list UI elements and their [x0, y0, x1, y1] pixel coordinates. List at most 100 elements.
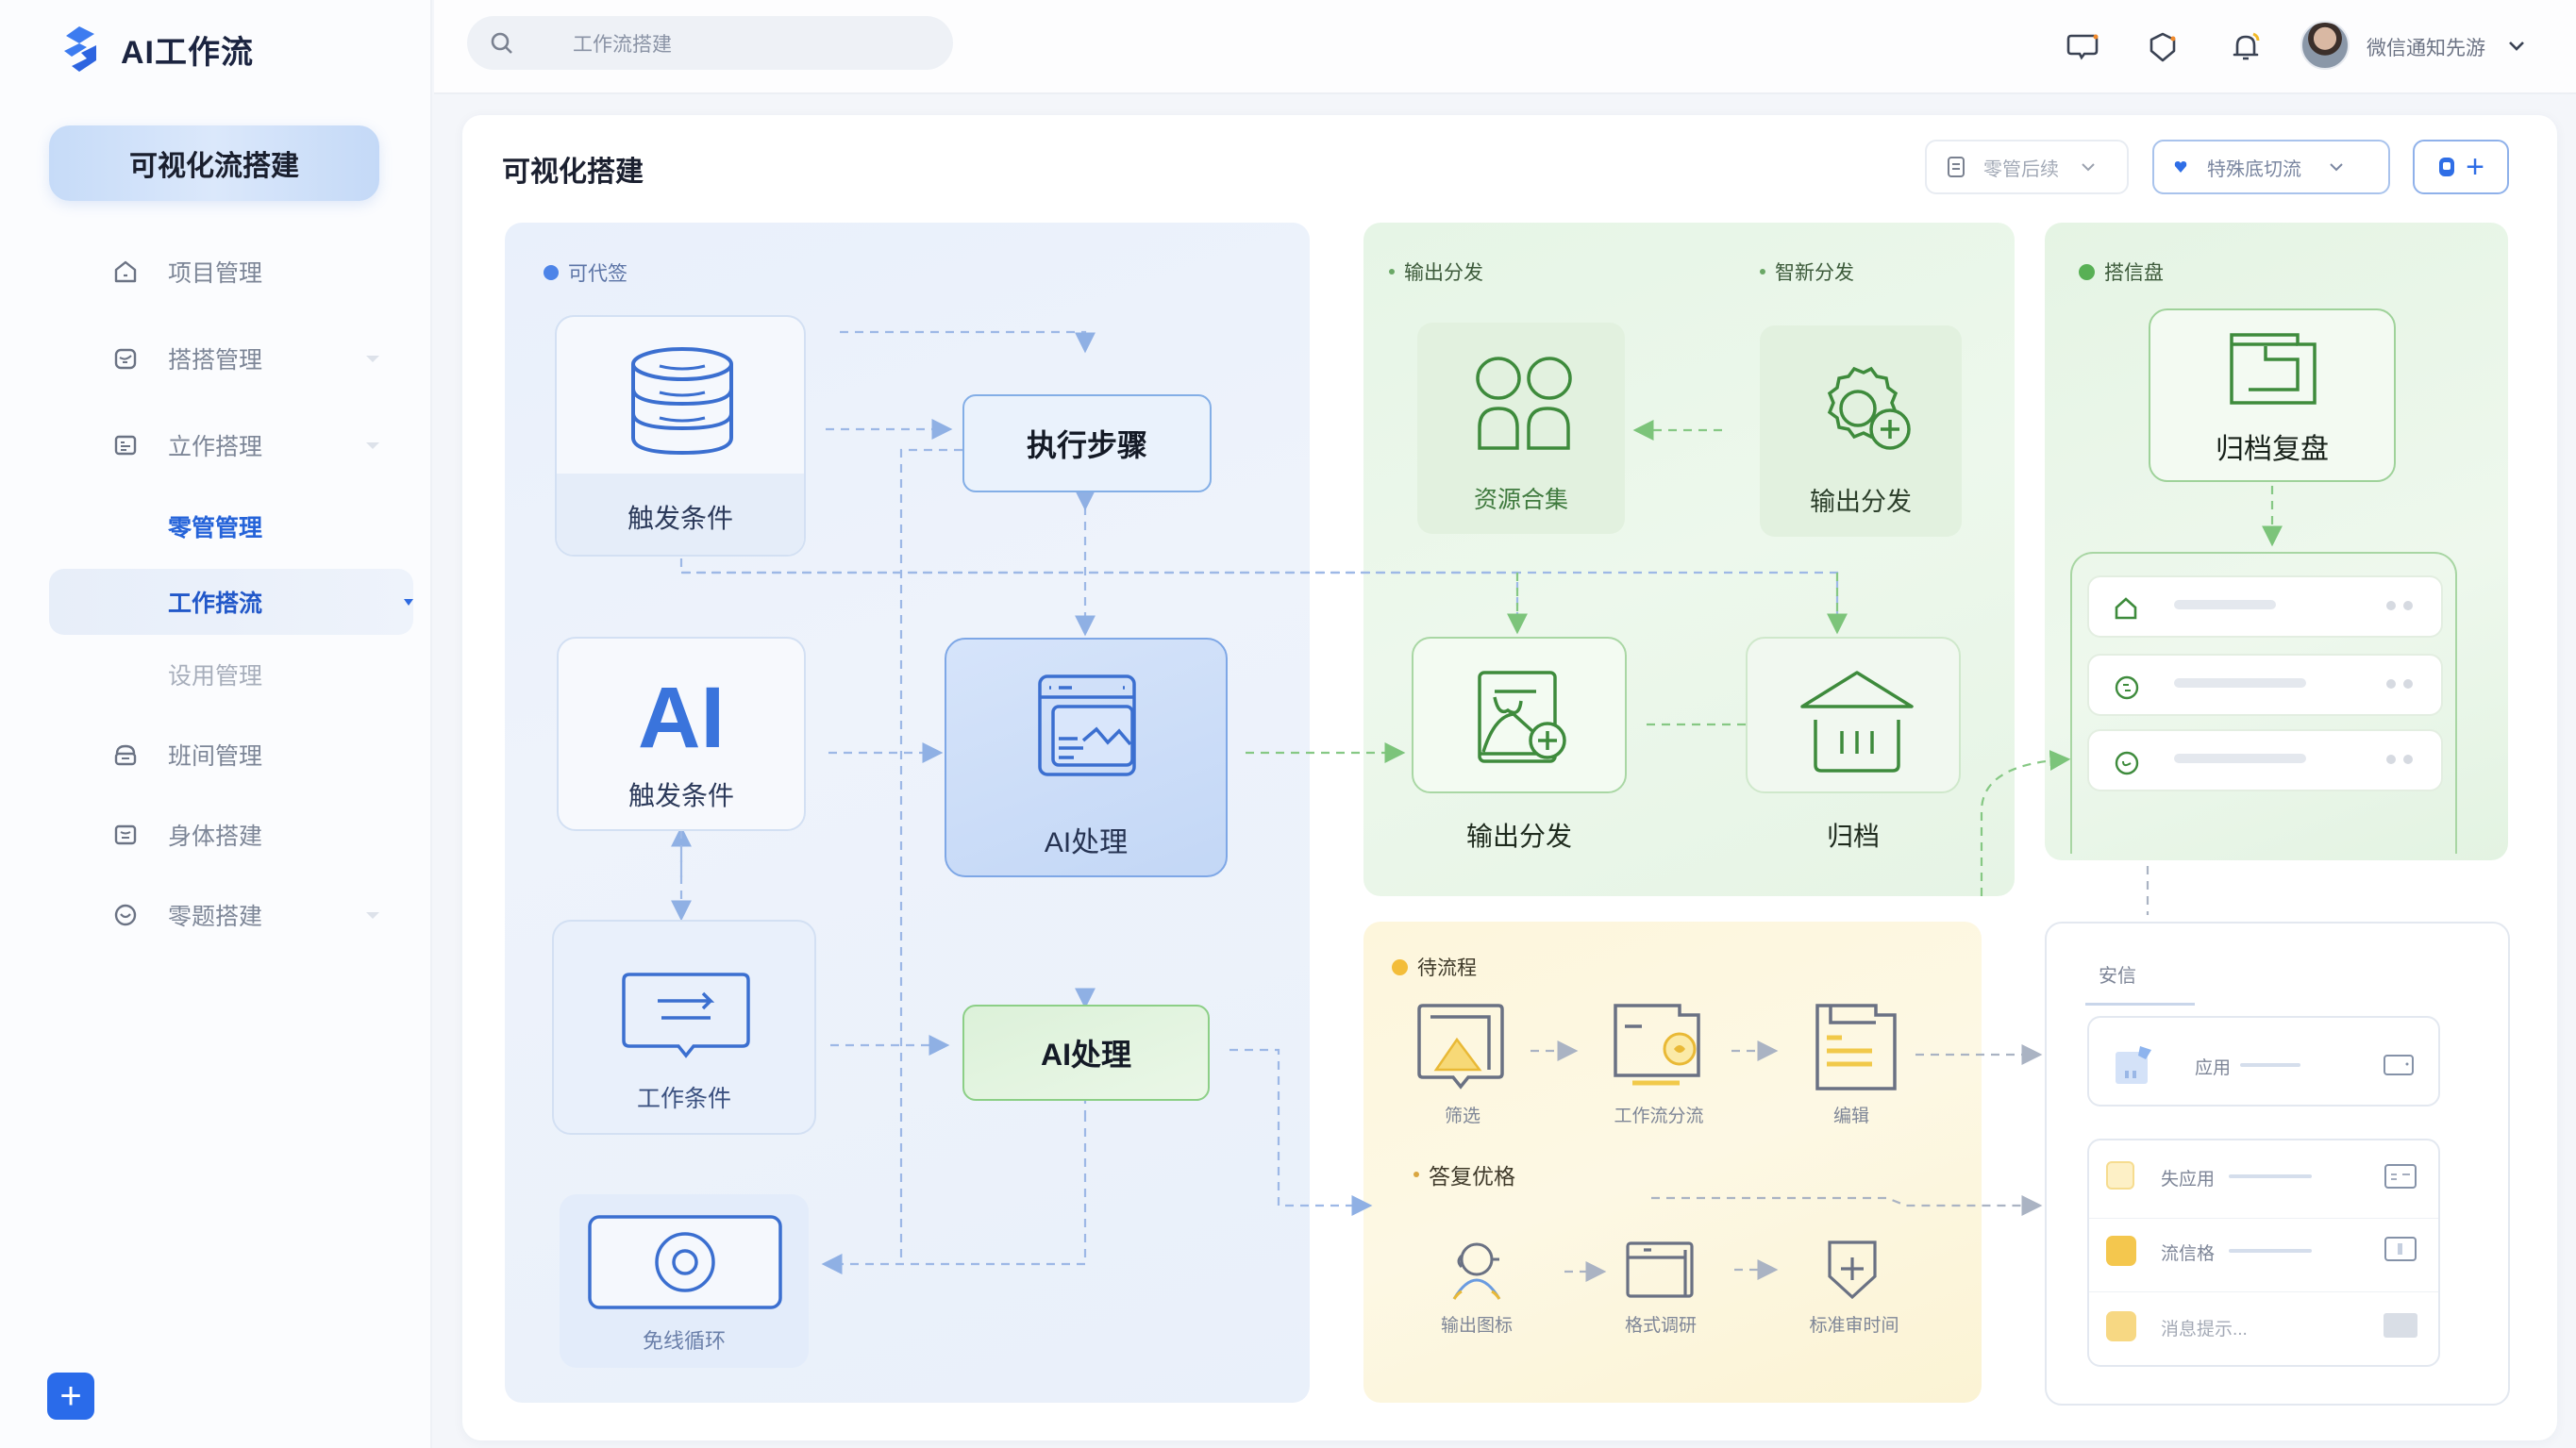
node-output-distribute-top[interactable]: 输出分发	[1760, 325, 1962, 537]
document-list-icon	[1815, 1004, 1897, 1090]
node-loop[interactable]: 免线循环	[560, 1194, 809, 1368]
yellow-step-label: 格式调研	[1624, 1316, 1697, 1336]
sidebar-item-setup[interactable]: 立作搭理	[49, 412, 413, 478]
sidebar-item-project[interactable]: 项目管理	[49, 239, 413, 305]
lock-icon	[114, 744, 137, 766]
inbox-icon	[114, 348, 137, 370]
image-plus-icon	[1478, 671, 1566, 763]
lock-icon	[2115, 597, 2137, 620]
yellow-step-label: 标准审时间	[1809, 1316, 1899, 1336]
sidebar-item-topic[interactable]: 零题搭建	[49, 882, 413, 948]
yellow-step-label: 工作流分流	[1614, 1107, 1704, 1126]
image-message-icon	[1417, 1004, 1504, 1090]
app-row[interactable]: 应用	[2087, 1016, 2440, 1107]
status-dot	[544, 265, 559, 280]
panel-icon[interactable]	[2384, 1236, 2417, 1262]
lock-icon	[2439, 158, 2455, 176]
sidebar-item-build-mgmt[interactable]: 搭搭管理	[49, 325, 413, 391]
chevron-down-icon	[366, 911, 379, 919]
green-panel-label-left: 输出分发	[1389, 258, 1483, 286]
yellow-panel-label: 待流程	[1392, 953, 1477, 981]
more-icon[interactable]	[2386, 755, 2413, 764]
window-icon	[1626, 1241, 1694, 1298]
chevron-down-icon[interactable]	[2505, 34, 2528, 57]
node-resource-collection[interactable]: 资源合集	[1417, 323, 1625, 534]
yellow-step-label: 输出图标	[1440, 1316, 1513, 1336]
yellow-sub-label: 答复优格	[1413, 1158, 1515, 1190]
sidebar-item-shift[interactable]: 班间管理	[49, 722, 413, 788]
sidebar: AI工作流 可视化流搭建 项目管理 搭搭管理 立作搭理 零管管理 工作搭流 设用…	[0, 0, 432, 1448]
card-icon[interactable]	[2383, 1054, 2415, 1076]
list-item[interactable]	[2087, 729, 2443, 791]
wallet-icon	[1614, 1004, 1700, 1086]
tab-security[interactable]: 安信	[2099, 966, 2136, 987]
card-icon[interactable]	[2384, 1163, 2417, 1190]
browser-chart-icon	[1038, 674, 1136, 776]
list-item[interactable]: 流信格	[2087, 1215, 2440, 1289]
node-trigger-database[interactable]: 触发条件	[555, 315, 806, 557]
ai-badge-icon: AI	[638, 670, 725, 766]
list-item[interactable]	[2087, 575, 2443, 638]
folder-icon	[2230, 333, 2317, 405]
refresh-icon	[2115, 675, 2139, 700]
home-icon	[114, 260, 137, 283]
sidebar-item-usage[interactable]: 设用管理	[168, 663, 263, 690]
more-icon[interactable]	[2386, 601, 2413, 610]
yellow-step-label: 编辑	[1832, 1107, 1869, 1126]
chevron-down-icon	[2330, 163, 2343, 172]
node-archive-review[interactable]: 归档复盘	[2149, 308, 2396, 482]
sidebar-item-workflow[interactable]: 工作搭流	[49, 569, 413, 635]
add-fab-button[interactable]: +	[47, 1373, 94, 1420]
search-input[interactable]: 工作流搭建	[467, 16, 953, 70]
heart-icon	[114, 904, 137, 926]
calendar-icon	[2106, 1161, 2134, 1190]
shield-icon[interactable]	[2146, 30, 2180, 64]
sidebar-item-body[interactable]: 身体搭建	[49, 802, 413, 868]
app-logo[interactable]: AI工作流	[59, 25, 254, 74]
message-icon	[114, 824, 137, 845]
grid-icon	[1476, 357, 1572, 450]
grid-icon[interactable]	[2384, 1313, 2417, 1338]
edit-icon	[2106, 1311, 2136, 1341]
list-icon	[114, 435, 137, 456]
add-node-button[interactable]: +	[2413, 140, 2509, 194]
message-arrow-icon	[622, 973, 750, 1058]
node-ai-process-main[interactable]: AI处理	[945, 638, 1228, 877]
document-icon	[1948, 157, 1965, 177]
sidebar-item-zero-mgmt[interactable]: 零管管理	[168, 515, 263, 541]
node-archive[interactable]: 归档	[1746, 637, 1961, 851]
shield-plus-icon	[1828, 1240, 1877, 1300]
page-title: 可视化搭建	[502, 157, 644, 188]
dropdown-flow[interactable]: 特殊底切流	[2152, 140, 2390, 194]
visual-flow-build-button[interactable]: 可视化流搭建	[49, 125, 379, 201]
user-name[interactable]: 微信通知先游	[2367, 38, 2485, 59]
target-icon	[588, 1215, 782, 1309]
chevron-down-icon	[366, 355, 379, 362]
node-ai-process-green[interactable]: AI处理	[962, 1005, 1210, 1101]
active-indicator	[404, 598, 413, 606]
avatar[interactable]	[2300, 21, 2350, 70]
user-icon	[1452, 1242, 1501, 1300]
building-icon	[2116, 1046, 2151, 1084]
dropdown-followup[interactable]: 零管后续	[1925, 140, 2129, 194]
green-panel-label-right: 智新分发	[1760, 258, 1854, 286]
list-item[interactable]	[2087, 654, 2443, 716]
node-output-distribute-bottom[interactable]: 输出分发	[1412, 637, 1627, 851]
archive-box-icon	[1800, 671, 1914, 773]
archive-list-container	[2070, 552, 2457, 854]
bell-icon[interactable]	[2229, 30, 2263, 64]
node-exec-step[interactable]: 执行步骤	[962, 394, 1212, 492]
smile-icon	[2115, 751, 2139, 775]
chat-icon[interactable]	[2066, 30, 2100, 64]
yellow-panel	[1363, 922, 1982, 1403]
list-item[interactable]: 消息提示...	[2087, 1290, 2440, 1364]
yellow-step-label: 筛选	[1444, 1107, 1480, 1126]
list-item[interactable]: 失应用	[2087, 1139, 2440, 1214]
archive-panel-label: 搭信盘	[2079, 258, 2164, 286]
node-trigger-ai[interactable]: AI 触发条件	[557, 637, 806, 831]
node-work-condition[interactable]: 工作条件	[552, 920, 816, 1135]
blue-panel-label: 可代签	[544, 258, 627, 287]
tab-underline	[2085, 1003, 2195, 1006]
more-icon[interactable]	[2386, 679, 2413, 689]
heart-icon	[2174, 161, 2187, 173]
